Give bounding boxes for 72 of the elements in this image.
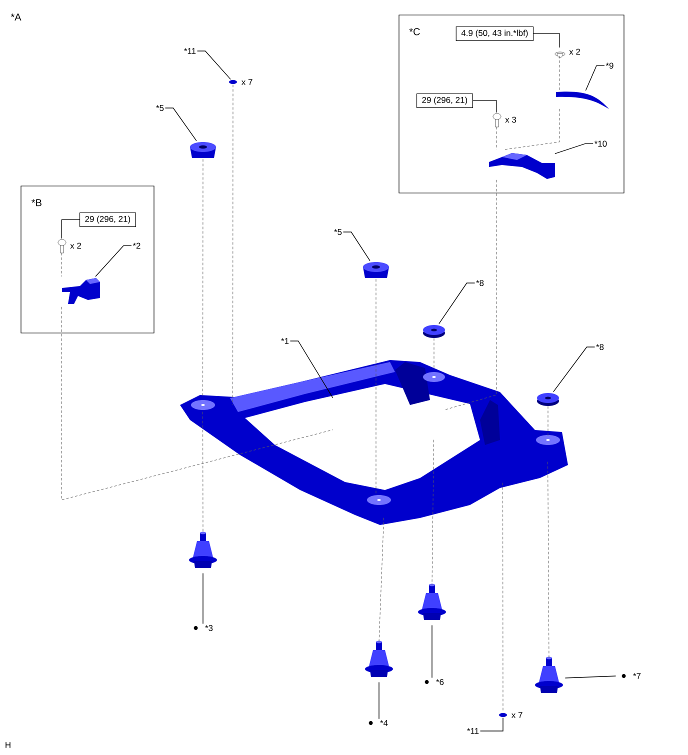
cushion-drawing	[189, 532, 217, 568]
leader-line	[472, 100, 498, 113]
callout-number: *2	[132, 242, 140, 249]
cushion-drawing	[190, 142, 216, 158]
torque-spec-box: 29 (296, 21)	[79, 212, 136, 227]
alignment-line	[61, 252, 62, 277]
alignment-line	[202, 158, 204, 398]
alignment-line	[61, 306, 334, 500]
cushion-drawing	[418, 584, 446, 620]
quantity-label: x 7	[242, 79, 252, 85]
callout-number: *8	[476, 280, 484, 286]
alignment-line	[559, 56, 560, 91]
leader-line	[342, 232, 370, 262]
callout-number: *9	[606, 62, 614, 69]
cushion-drawing	[535, 656, 563, 693]
callout-number: *1	[281, 338, 289, 344]
callout-number: *7	[633, 673, 641, 679]
torque-spec-box: 4.9 (50, 43 in.*lbf)	[456, 26, 534, 41]
leader-line	[164, 108, 197, 142]
callout-number: *11	[184, 48, 196, 54]
quantity-label: x 7	[512, 712, 522, 718]
leader-line	[196, 50, 231, 80]
subframe-drawing	[180, 360, 568, 525]
leader-line	[553, 346, 596, 392]
callout-number: *5	[156, 105, 164, 111]
alignment-line	[444, 180, 497, 410]
alignment-line	[548, 462, 550, 658]
alignment-line	[202, 412, 204, 534]
leader-line	[61, 219, 80, 239]
grommet-drawing	[229, 80, 237, 84]
callout-number: *4	[380, 720, 388, 726]
stopper-drawing	[537, 393, 559, 406]
view-label: *A	[10, 14, 22, 20]
leader-line	[533, 33, 560, 48]
leader-line	[585, 65, 605, 91]
cushion-drawing	[363, 262, 389, 278]
alignment-line	[496, 126, 497, 150]
cushion-drawing	[365, 640, 393, 677]
bolt-drawing	[492, 113, 502, 128]
bracket-drawing	[62, 278, 100, 304]
leader-line	[554, 143, 594, 154]
alignment-line	[432, 440, 434, 586]
alignment-line	[504, 108, 560, 150]
callout-number: *10	[594, 140, 607, 147]
cover-drawing	[556, 92, 609, 109]
alignment-line	[378, 518, 384, 642]
quantity-label: x 2	[70, 242, 81, 249]
nut-drawing	[554, 52, 566, 58]
alignment-line	[232, 84, 234, 406]
inset-label: *B	[32, 199, 42, 206]
bolt-drawing	[58, 239, 66, 254]
callout-number: *5	[334, 229, 342, 235]
inset-label: *C	[409, 28, 420, 36]
alignment-line	[502, 482, 504, 713]
callout-number: *6	[436, 679, 444, 685]
grommet-drawing	[499, 713, 507, 717]
torque-spec-box: 29 (296, 21)	[416, 93, 473, 108]
callout-number: *11	[467, 728, 479, 734]
quantity-label: x 3	[505, 116, 516, 123]
leader-line	[202, 572, 204, 624]
leader-line	[564, 676, 616, 678]
bracket-drawing	[489, 153, 555, 179]
quantity-label: x 2	[569, 48, 580, 55]
callout-number: *3	[205, 625, 213, 631]
leader-line	[290, 340, 334, 398]
leader-line	[438, 282, 476, 324]
leader-line	[480, 717, 504, 732]
stopper-drawing	[423, 325, 445, 338]
leader-line	[378, 682, 380, 720]
leader-line	[95, 245, 132, 277]
callout-number: *8	[596, 344, 604, 350]
figure-code: H	[6, 742, 10, 748]
